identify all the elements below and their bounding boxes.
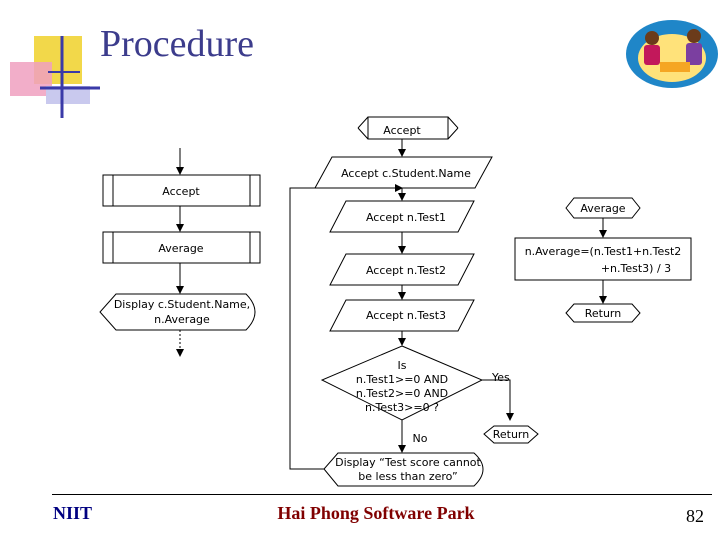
yes-label: Yes <box>491 371 510 384</box>
error-display-line-2: be less than zero” <box>358 470 457 483</box>
decision-diamond: Is n.Test1>=0 AND n.Test2>=0 AND n.Test3… <box>320 345 484 421</box>
average-compute-line-2: +n.Test3) / 3 <box>601 262 671 275</box>
footer-divider <box>52 494 712 495</box>
average-return-label: Return <box>585 307 622 320</box>
accept-name-label: Accept c.Student.Name <box>341 167 471 180</box>
accept-test1-io: Accept n.Test1 <box>329 200 475 233</box>
main-flow: Accept Accept c.Student.Name Accept n.Te… <box>289 116 539 487</box>
no-label: No <box>413 432 428 445</box>
accept-test1-label: Accept n.Test1 <box>366 211 446 224</box>
average-compute-line-1: n.Average=(n.Test1+n.Test2 <box>525 245 682 258</box>
return-label-main: Return <box>493 428 530 441</box>
slide-title: Procedure <box>100 23 255 65</box>
corner-decoration <box>10 36 100 118</box>
average-terminal-label: Average <box>580 202 625 215</box>
error-display-shape: Display “Test score cannot be less than … <box>323 452 484 487</box>
terminal-accept: Accept <box>357 116 459 140</box>
return-terminal-main: Return <box>483 425 539 444</box>
accept-test3-io: Accept n.Test3 <box>329 299 475 332</box>
left-average-label: Average <box>158 242 203 255</box>
average-return-terminal: Return <box>565 303 641 323</box>
accept-test2-io: Accept n.Test2 <box>329 253 475 286</box>
average-compute-box: n.Average=(n.Test1+n.Test2 +n.Test3) / 3 <box>514 237 692 281</box>
decision-line-1: Is <box>398 359 407 372</box>
left-average-process: Average <box>102 231 261 264</box>
footer-brand: NIIT <box>53 503 93 523</box>
accept-test3-label: Accept n.Test3 <box>366 309 446 322</box>
decision-line-4: n.Test3>=0 ? <box>365 401 439 414</box>
accept-terminal-label: Accept <box>383 124 421 137</box>
decision-line-3: n.Test2>=0 AND <box>356 387 448 400</box>
left-display-line-2: n.Average <box>154 313 210 326</box>
footer-organization: Hai Phong Software Park <box>277 503 475 523</box>
average-terminal: Average <box>565 197 641 219</box>
average-flow: Average n.Average=(n.Test1+n.Test2 +n.Te… <box>514 197 692 323</box>
left-accept-label: Accept <box>162 185 200 198</box>
page-number: 82 <box>686 506 704 526</box>
decision-line-2: n.Test1>=0 AND <box>356 373 448 386</box>
error-display-line-1: Display “Test score cannot <box>335 456 481 469</box>
left-display-line-1: Display c.Student.Name, <box>114 298 250 311</box>
accept-test2-label: Accept n.Test2 <box>366 264 446 277</box>
left-display-shape: Display c.Student.Name, n.Average <box>99 293 256 331</box>
left-accept-process: Accept <box>102 174 261 207</box>
left-flow: Accept Average Display c.Student.Name, n… <box>99 148 261 357</box>
accept-name-io: Accept c.Student.Name <box>314 156 493 189</box>
meeting-illustration-icon <box>626 20 718 88</box>
